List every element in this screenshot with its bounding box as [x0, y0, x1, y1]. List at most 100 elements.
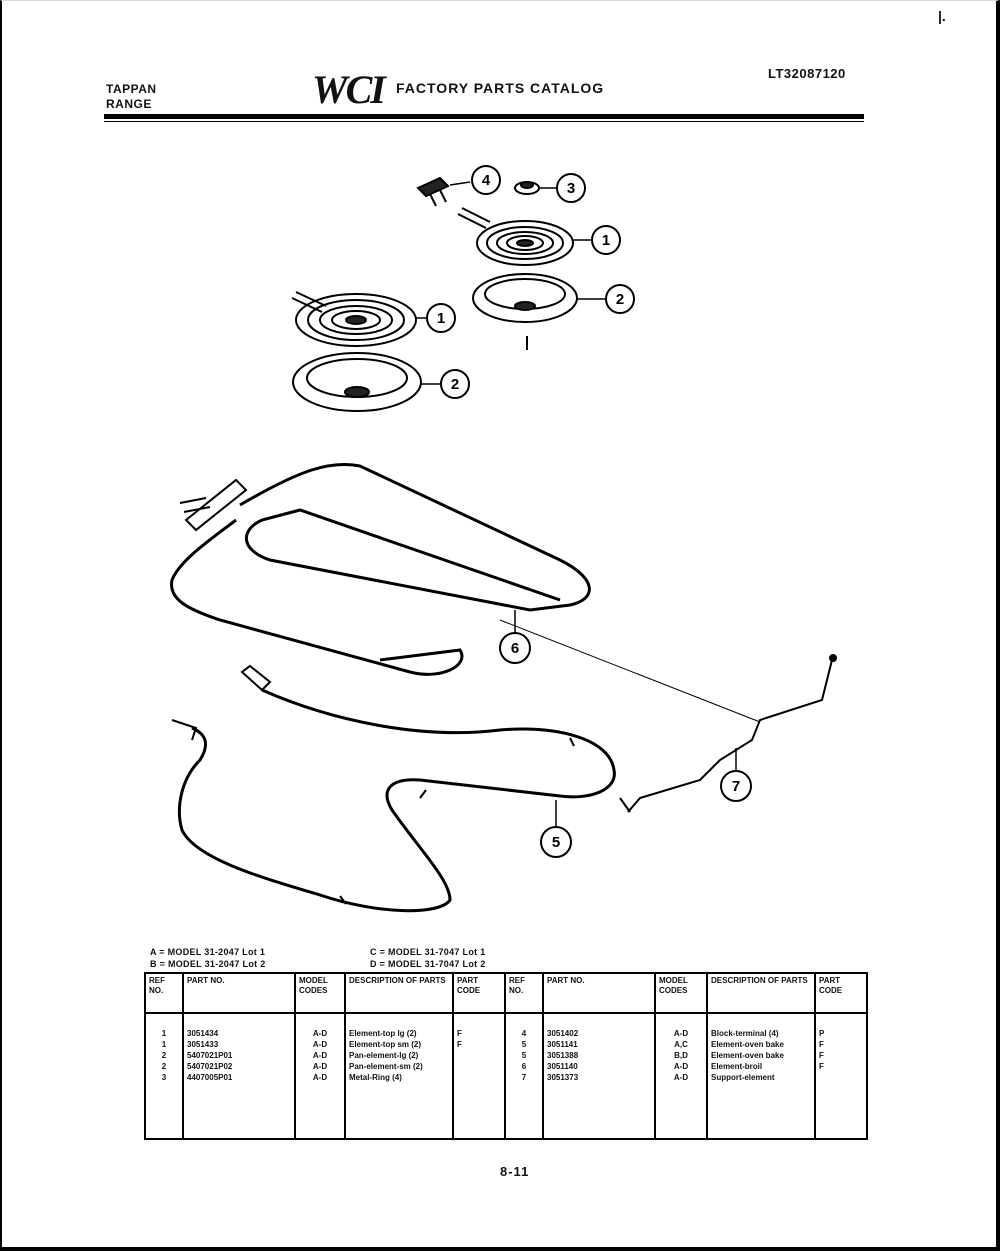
parts-table-header: REF NO. PART NO. MODEL CODES DESCRIPTION…	[144, 972, 868, 1014]
header-desc-right: DESCRIPTION OF PARTS	[706, 972, 816, 1014]
col-ref-right: 4 5 5 6 7	[504, 1012, 544, 1140]
drip-pan-right-drawing	[472, 273, 578, 350]
table-cell: 4	[521, 1029, 527, 1038]
header-code-right: PART CODE	[814, 972, 868, 1014]
table-cell: Element-broil	[711, 1062, 763, 1071]
col-ref-left: 1 1 2 2 3	[144, 1012, 184, 1140]
col-desc-left: Element-top lg (2) Element-top sm (2) Pa…	[344, 1012, 454, 1140]
legend-c: C = MODEL 31-7047 Lot 1	[370, 947, 486, 957]
table-cell: 3051140	[547, 1062, 578, 1071]
catalog-number: LT32087120	[768, 66, 846, 81]
col-desc-right: Block-terminal (4) Element-oven bake Ele…	[706, 1012, 816, 1140]
header-rule-thin	[104, 121, 864, 122]
wci-logo: WCI	[312, 67, 386, 112]
model-legend-cd: C = MODEL 31-7047 Lot 1 D = MODEL 31-704…	[370, 946, 486, 970]
table-cell: 7	[521, 1073, 527, 1082]
table-cell: 2	[161, 1051, 167, 1060]
table-cell: 3051433	[187, 1040, 219, 1049]
table-cell: 2	[161, 1062, 167, 1071]
col-model-left: A-D A-D A-D A-D A-D	[294, 1012, 346, 1140]
surface-element-left-drawing	[291, 291, 417, 347]
table-cell: A-D	[673, 1029, 689, 1038]
model-legend-ab: A = MODEL 31-2047 Lot 1 B = MODEL 31-204…	[150, 946, 266, 970]
col-code-left: F F	[452, 1012, 506, 1140]
table-cell: 1	[161, 1040, 167, 1049]
table-cell: Pan-element-sm (2)	[349, 1062, 423, 1071]
table-cell: Support-element	[711, 1073, 775, 1082]
table-cell: A-D	[673, 1062, 689, 1071]
table-cell: Block-terminal (4)	[711, 1029, 779, 1038]
metal-ring-drawing	[514, 181, 540, 195]
header-part-left: PART NO.	[182, 972, 296, 1014]
table-cell: F	[819, 1040, 824, 1049]
callout-7-label: 7	[732, 778, 740, 795]
table-cell: 1	[161, 1029, 167, 1038]
parts-table-body: 1 1 2 2 3 3051434 3051433 5407021P01 540…	[144, 1012, 868, 1140]
parts-table: REF NO. PART NO. MODEL CODES DESCRIPTION…	[144, 972, 868, 1140]
table-cell: Element-top sm (2)	[349, 1040, 422, 1049]
callout-4-label: 4	[482, 172, 491, 189]
corner-mark: |.	[938, 8, 946, 24]
table-cell: 3051434	[187, 1029, 219, 1038]
table-cell: 5407021P02	[187, 1062, 233, 1071]
catalog-title: FACTORY PARTS CATALOG	[396, 80, 605, 96]
callout-7: 7	[720, 748, 752, 802]
callout-1-left: 1	[416, 303, 456, 333]
legend-d: D = MODEL 31-7047 Lot 2	[370, 959, 486, 969]
table-cell: A,C	[674, 1040, 688, 1049]
table-cell: A-D	[312, 1062, 328, 1071]
table-cell: 3051141	[547, 1040, 578, 1049]
table-cell: Pan-element-lg (2)	[349, 1051, 419, 1060]
brand-line-1: TAPPAN	[106, 82, 157, 96]
callout-6: 6	[499, 610, 531, 664]
header-ref-right: REF NO.	[504, 972, 544, 1014]
callout-2-right-label: 2	[616, 291, 624, 308]
table-cell: Metal-Ring (4)	[349, 1073, 402, 1082]
brand-line-2: RANGE	[106, 97, 152, 111]
table-cell: 5407021P01	[187, 1051, 233, 1060]
callout-4: 4	[449, 165, 501, 195]
callout-2-left: 2	[421, 369, 470, 399]
callout-5: 5	[540, 800, 572, 858]
table-cell: A-D	[312, 1051, 328, 1060]
table-cell: Element-top lg (2)	[349, 1029, 417, 1038]
terminal-block-drawing	[416, 176, 450, 207]
header-part-right: PART NO.	[542, 972, 656, 1014]
col-part-right: 3051402 3051141 3051388 3051140 3051373	[542, 1012, 656, 1140]
table-cell: 3	[161, 1073, 167, 1082]
header-brand: TAPPAN RANGE	[106, 82, 157, 112]
table-cell: F	[457, 1040, 462, 1049]
table-cell: Element-oven bake	[711, 1040, 784, 1049]
callout-2-right: 2	[577, 284, 635, 314]
callout-1-left-label: 1	[437, 310, 445, 327]
bake-element-drawing	[171, 664, 616, 913]
page-number: 8-11	[500, 1164, 530, 1179]
table-cell: A-D	[312, 1029, 328, 1038]
table-cell: 3051373	[547, 1073, 579, 1082]
callout-5-label: 5	[552, 834, 560, 851]
legend-a: A = MODEL 31-2047 Lot 1	[150, 947, 266, 957]
callouts: 4 3 1 2 1 2 6	[416, 165, 752, 858]
callout-6-label: 6	[511, 640, 519, 657]
header-model-left: MODEL CODES	[294, 972, 346, 1014]
callout-3: 3	[540, 173, 586, 203]
table-cell: 5	[521, 1051, 527, 1060]
header-model-right: MODEL CODES	[654, 972, 708, 1014]
col-model-right: A-D A,C B,D A-D A-D	[654, 1012, 708, 1140]
exploded-parts-diagram: 4 3 1 2 1 2 6	[170, 165, 837, 913]
table-cell: 3051402	[547, 1029, 579, 1038]
col-code-right: P F F F	[814, 1012, 868, 1140]
legend-b: B = MODEL 31-2047 Lot 2	[150, 959, 266, 969]
table-cell: 3051388	[547, 1051, 579, 1060]
table-cell: P	[819, 1029, 825, 1038]
broil-element-drawing	[170, 462, 591, 676]
table-cell: 4407005P01	[187, 1073, 233, 1082]
table-cell: B,D	[674, 1051, 688, 1060]
table-cell: A-D	[312, 1073, 328, 1082]
callout-1-right-label: 1	[602, 232, 610, 249]
header-code-left: PART CODE	[452, 972, 506, 1014]
table-cell: A-D	[312, 1040, 328, 1049]
header-rule	[104, 114, 864, 119]
col-part-left: 3051434 3051433 5407021P01 5407021P02 44…	[182, 1012, 296, 1140]
